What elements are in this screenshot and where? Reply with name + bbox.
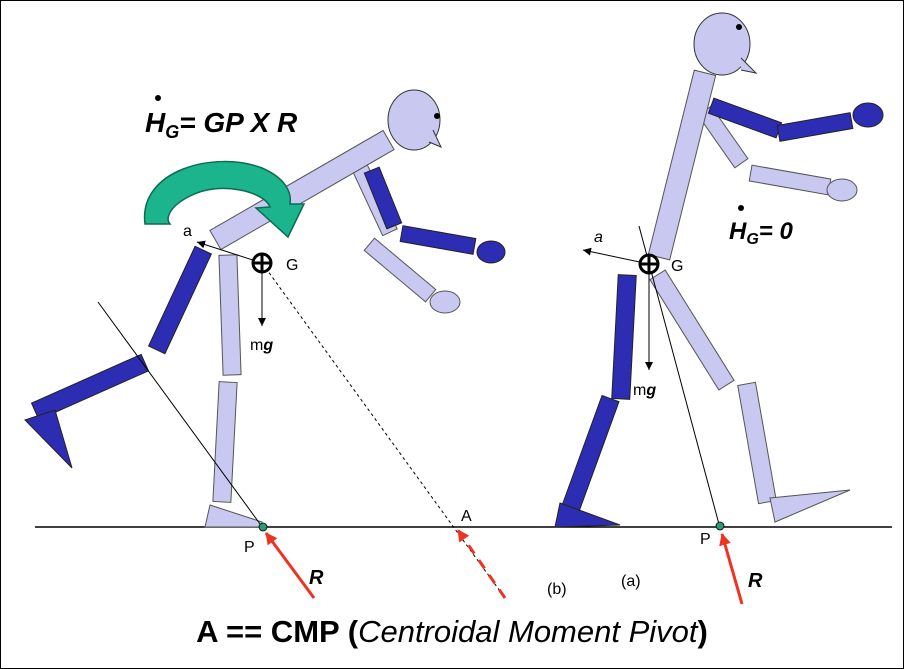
right-com-symbol [638,253,660,275]
left-front-hand [476,240,506,264]
left-front-upper-arm [363,166,403,230]
right-trunk [647,69,717,261]
left-front-foot [24,409,73,469]
right-front-thigh [611,274,637,400]
angular-momentum-arrow [143,160,306,239]
right-eye [736,24,742,30]
right-accel-label: a [594,229,603,246]
tag-a: (a) [621,573,641,590]
right-com-label: G [671,258,683,275]
left-nose [428,129,443,148]
right-back-thigh [649,269,735,391]
left-com-symbol [251,252,273,274]
left-equation: HG= GP X R [145,107,298,142]
right-back-hand [826,178,858,202]
left-pressure-point [258,522,268,532]
left-back-shin [212,381,238,503]
right-reaction-label: R [748,570,763,592]
right-back-foot [769,489,851,523]
left-accel-arrow [196,240,263,264]
right-nose [740,57,758,74]
left-back-thigh [218,254,242,376]
left-front-thigh [147,245,213,355]
caption: A == CMP (Centroidal Moment Pivot) [0,614,904,650]
right-front-foot [554,502,621,528]
right-head [693,12,751,76]
left-back-foot [204,504,263,528]
left-front-forearm [399,225,477,255]
right-reaction-arrow [719,533,744,605]
right-p-label: P [700,531,711,548]
figure-right [554,12,884,528]
left-cmp-red-dashed [456,529,507,599]
right-front-shin [560,394,620,516]
figure-left [24,89,506,528]
right-front-forearm [776,112,854,142]
left-reaction-label: R [309,567,324,589]
left-back-hand [429,290,461,314]
left-head [387,89,441,151]
cmp-point-label: A [461,508,472,525]
caption-part3: ) [697,614,708,649]
tag-b: (b) [547,581,567,598]
left-p-label: P [244,539,255,556]
caption-part1: A == CMP ( [196,614,359,649]
right-equation-dot [738,205,744,211]
right-back-shin [737,381,777,505]
right-pressure-point [715,521,725,531]
right-accel-arrow [582,247,650,265]
caption-part2: Centroidal Moment Pivot [358,614,698,649]
left-line-of-action [97,301,264,529]
left-front-shin [30,353,150,421]
left-trunk [209,129,395,251]
left-eye [434,113,440,119]
right-equation: HG= 0 [729,218,793,248]
left-equation-dot [155,95,161,101]
left-accel-label: a [183,223,192,240]
right-back-forearm [748,164,832,196]
left-back-forearm [363,237,437,303]
right-weight-label: mg [633,382,656,399]
left-com-label: G [286,257,298,274]
left-weight-label: mg [250,337,273,354]
right-front-hand [852,102,884,128]
left-reaction-arrow [264,532,316,599]
right-line-of-action [638,225,721,529]
